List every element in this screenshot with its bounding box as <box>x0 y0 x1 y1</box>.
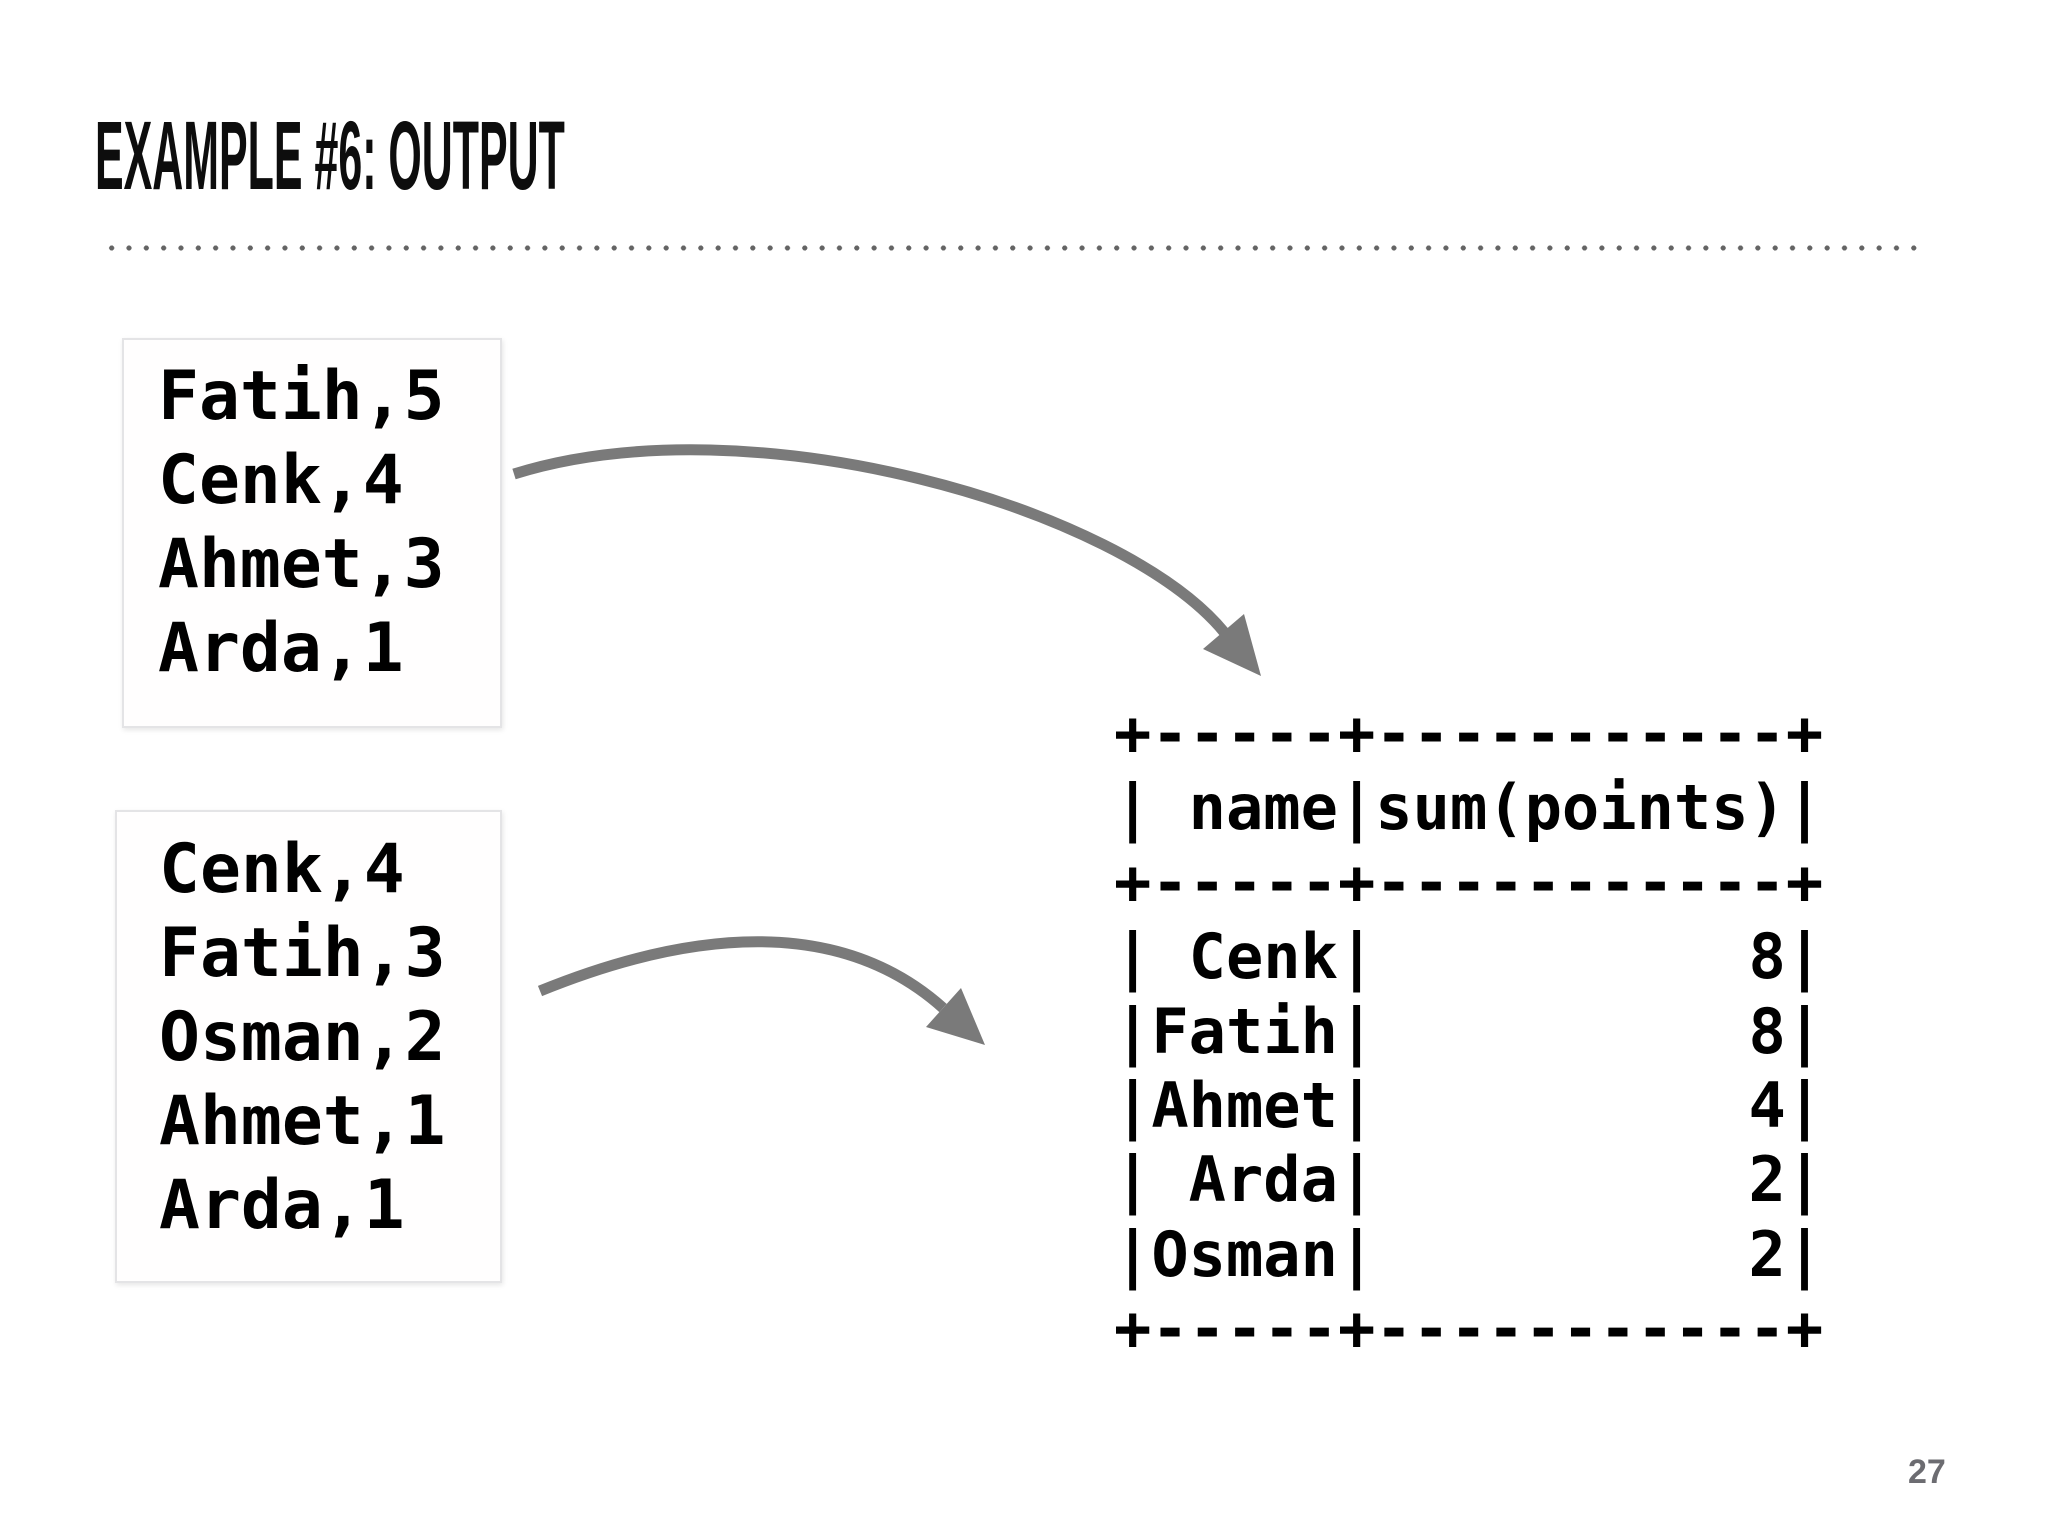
curved-arrow-top-icon <box>512 444 1261 676</box>
title-divider-dotted-rule <box>103 245 1923 251</box>
input-note-1-text: Fatih,5 Cenk,4 Ahmet,3 Arda,1 <box>158 357 445 688</box>
input-note-2: Cenk,4 Fatih,3 Osman,2 Ahmet,1 Arda,1 <box>115 810 502 1283</box>
input-note-2-text: Cenk,4 Fatih,3 Osman,2 Ahmet,1 Arda,1 <box>159 830 446 1245</box>
output-table-ascii: +-----+-----------+ | name|sum(points)| … <box>1114 697 1824 1366</box>
page-number: 27 <box>1908 1453 1946 1491</box>
slide-title: EXAMPLE #6: OUTPUT <box>95 101 565 210</box>
curved-arrow-bottom-icon <box>537 936 985 1045</box>
input-note-1: Fatih,5 Cenk,4 Ahmet,3 Arda,1 <box>122 338 502 728</box>
